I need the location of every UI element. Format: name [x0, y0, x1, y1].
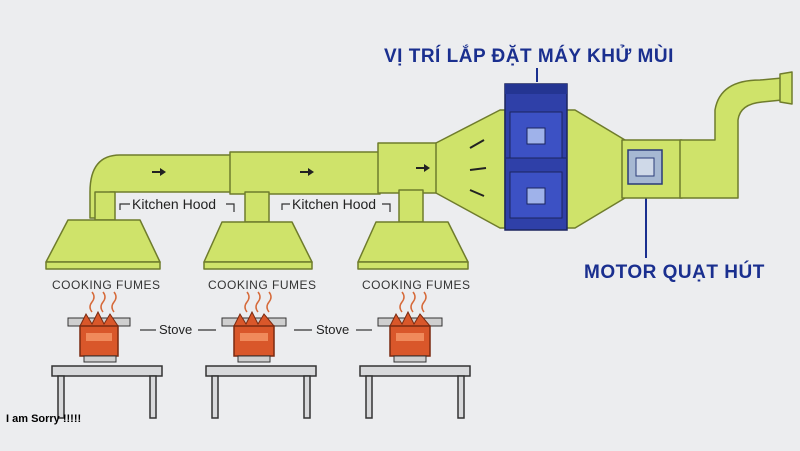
hood-label-brackets — [119, 203, 391, 212]
cooking-fumes-label-1: COOKING FUMES — [52, 278, 161, 292]
cooking-fumes-label-2: COOKING FUMES — [208, 278, 317, 292]
kitchen-hood-label-1: Kitchen Hood — [132, 196, 217, 212]
odor-filter-unit — [504, 83, 568, 231]
footer-note: I am Sorry !!!!! — [6, 413, 82, 425]
kitchen-hood-label-2: Kitchen Hood — [292, 196, 377, 212]
stove-1 — [67, 310, 131, 363]
cooking-fumes-label-3: COOKING FUMES — [362, 278, 471, 292]
kitchen-hood-3 — [357, 221, 469, 263]
stove-label-2: Stove — [316, 322, 350, 337]
kitchen-hood-1 — [45, 219, 161, 263]
flow-arrows — [152, 139, 487, 197]
contraction-cone — [565, 109, 626, 229]
fume-lines — [89, 291, 427, 313]
tables — [51, 365, 471, 419]
stove-2 — [221, 310, 287, 363]
install-location-caption: VỊ TRÍ LẮP ĐẶT MÁY KHỬ MÙI — [384, 46, 674, 67]
exit-duct — [679, 77, 783, 199]
riser-2 — [244, 191, 270, 223]
exit-duct-mouth — [779, 71, 793, 105]
riser-1 — [94, 191, 116, 221]
kitchen-hood-2 — [203, 221, 313, 263]
stove-label-1: Stove — [159, 322, 193, 337]
stove-3 — [377, 310, 443, 363]
motor-caption: MOTOR QUẠT HÚT — [584, 262, 765, 283]
riser-3 — [398, 189, 424, 223]
